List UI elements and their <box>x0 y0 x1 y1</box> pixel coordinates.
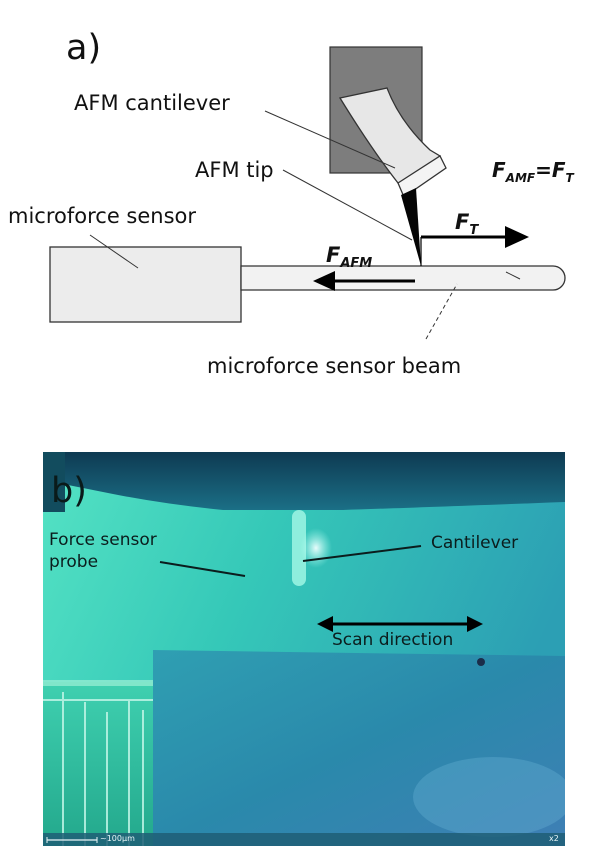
micrograph-image <box>43 452 565 846</box>
force-afm-symbol: F <box>326 243 341 267</box>
afm-tip <box>401 188 421 266</box>
equation-mid: =F <box>535 158 566 182</box>
afm-tip-label: AFM tip <box>195 158 274 182</box>
microforce-sensor-beam <box>240 265 566 291</box>
microforce-sensor-beam-label: microforce sensor beam <box>207 354 462 378</box>
beam-leader-line <box>425 283 458 340</box>
dust-particle <box>477 658 485 666</box>
force-t-subscript: T <box>469 223 479 238</box>
force-sensor-probe-label-line1: Force sensor <box>49 530 157 550</box>
microforce-sensor-body <box>49 246 242 323</box>
force-afm-subscript: AFM <box>340 256 373 271</box>
force-afm-arrowhead <box>313 271 335 291</box>
cantilever-tip <box>292 510 306 586</box>
cantilever-leader-line-b <box>302 545 422 562</box>
left-structure <box>43 682 153 846</box>
scale-bar-strip <box>43 833 565 846</box>
sensor-leader-line <box>89 234 139 269</box>
panel-b-label: b) <box>51 471 87 511</box>
beam-right-tick <box>505 271 521 280</box>
equation-sub1: AMF <box>505 171 536 185</box>
cantilever-label-b: Cantilever <box>431 533 519 553</box>
block-reflection <box>413 757 565 837</box>
scale-bar-label: ~100µm <box>100 834 135 843</box>
cantilever-glow <box>300 528 332 568</box>
equation-f1: F <box>492 158 506 182</box>
scan-arrowhead-left <box>317 616 333 632</box>
cantilever-leader-line <box>264 110 396 169</box>
probe-leader-line <box>159 561 246 577</box>
micrograph-panel: b) Force sensor probe Cantilever Scan di… <box>43 452 565 846</box>
left-grating <box>43 692 153 846</box>
sensor-probe-block <box>153 650 565 846</box>
equation-sub2: T <box>565 171 574 185</box>
force-afm-label: FAFM <box>326 243 373 271</box>
force-t-symbol: F <box>455 210 470 234</box>
zoom-label: x2 <box>549 834 559 843</box>
force-equation: FAMF=FT <box>492 160 574 184</box>
scan-direction-label: Scan direction <box>332 630 454 650</box>
force-sensor-probe-label-line2: probe <box>49 552 99 572</box>
panel-a-diagram <box>49 46 566 340</box>
microforce-sensor-label: microforce sensor <box>8 204 197 228</box>
left-dark-strip <box>43 452 65 512</box>
afm-cantilever-label: AFM cantilever <box>74 91 230 115</box>
afm-cantilever-front-face <box>397 155 447 198</box>
force-t-label: FT <box>455 210 479 238</box>
force-t-arrowhead <box>505 226 529 248</box>
scan-arrowhead-right <box>467 616 483 632</box>
tip-leader-line <box>282 169 413 241</box>
panel-a-label: a) <box>66 28 102 68</box>
left-bright-edge <box>43 680 153 686</box>
top-dark-region <box>43 452 565 510</box>
